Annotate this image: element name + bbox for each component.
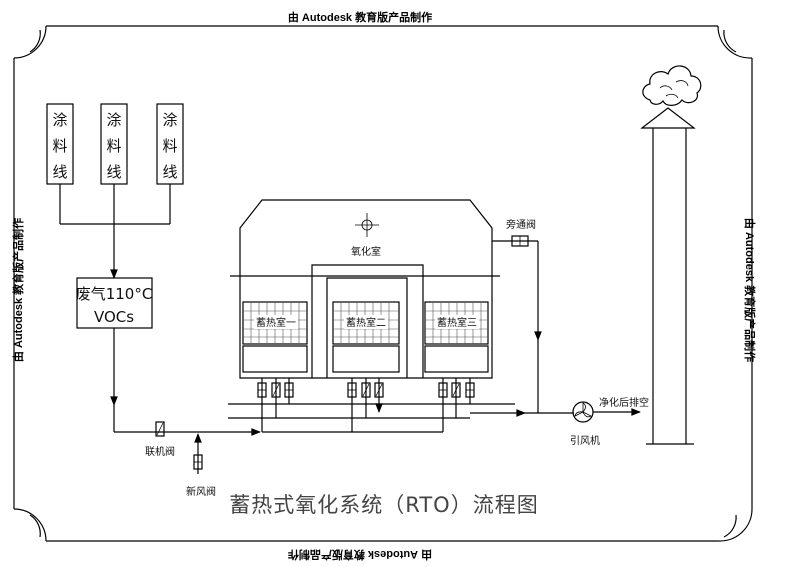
- waste-gas-line2: VOCs: [94, 308, 134, 326]
- regen-chamber-3-label: 蓄热室三: [437, 316, 477, 329]
- coating-line-3-char-3: 线: [162, 163, 177, 181]
- inlet-pipe: [113, 405, 261, 436]
- coating-line-3-char-2: 料: [162, 137, 177, 155]
- waste-gas-line1: 废气110°C: [76, 285, 153, 303]
- coating-line-2-char-2: 料: [106, 137, 121, 155]
- collector-pipe: [59, 184, 171, 279]
- chamber-valves: [228, 378, 515, 433]
- rto-unit: 氧化室 蓄热室一: [230, 199, 500, 379]
- watermark-top: 由 Autodesk 教育版产品制作: [288, 10, 432, 24]
- coating-line-1-char-1: 涂: [52, 111, 67, 129]
- interlock-valve-label: 联机阀: [145, 445, 175, 458]
- chimney: [640, 107, 696, 445]
- regen-chamber-2: 蓄热室二: [332, 301, 400, 373]
- coating-line-3: 涂 料 线: [156, 103, 184, 185]
- smoke-icon: [642, 65, 702, 106]
- coating-line-1-char-2: 料: [52, 137, 67, 155]
- regen-chamber-2-label: 蓄热室二: [346, 316, 386, 329]
- coating-line-2: 涂 料 线: [100, 103, 128, 185]
- interlock-valve: 联机阀: [145, 421, 175, 458]
- bypass-valve-label: 旁通阀: [506, 218, 536, 231]
- fan: 引风机: [570, 401, 641, 447]
- coating-line-2-char-1: 涂: [106, 111, 121, 129]
- oxidation-chamber-label: 氧化室: [351, 245, 381, 258]
- diagram-title: 蓄热式氧化系统（RTO）流程图: [229, 493, 538, 517]
- regen-chamber-3: 蓄热室三: [424, 301, 489, 373]
- watermark-bottom: 由 Autodesk 教育版产品制作: [288, 548, 432, 562]
- coating-line-1: 涂 料 线: [46, 103, 74, 185]
- watermark-left: 由 Autodesk 教育版产品制作: [11, 218, 25, 362]
- purified-vent-label: 净化后排空: [599, 396, 649, 409]
- fresh-air-valve-label: 新风阀: [186, 485, 216, 498]
- regen-chamber-1-label: 蓄热室一: [256, 316, 296, 329]
- drawing-frame: [13, 25, 753, 542]
- watermark-right: 由 Autodesk 教育版产品制作: [743, 218, 757, 362]
- coating-line-1-char-3: 线: [52, 163, 67, 181]
- coating-line-2-char-3: 线: [106, 163, 121, 181]
- fresh-air-valve: 新风阀: [186, 433, 216, 498]
- bypass-line: 旁通阀: [492, 218, 542, 413]
- fan-label: 引风机: [570, 434, 600, 447]
- coating-line-3-char-1: 涂: [162, 111, 177, 129]
- regen-chamber-1: 蓄热室一: [242, 301, 308, 373]
- waste-gas-box: 废气110°C VOCs: [76, 277, 153, 329]
